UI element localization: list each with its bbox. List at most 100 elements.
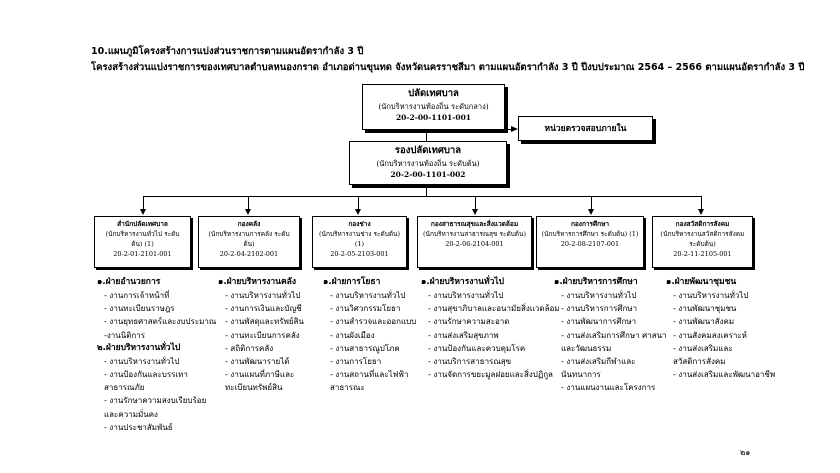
audit-unit-box: หน่วยตรวจสอบภายใน (518, 116, 653, 141)
drop-line-4 (475, 196, 476, 210)
work-item: - งานบริหารงานทั่วไป (104, 356, 180, 366)
work-item: - งานยุทธศาสตร์และงบประมาณ (104, 317, 217, 327)
arrow-down-3 (355, 209, 361, 215)
page-number: ๒๑ (740, 448, 751, 457)
division-list-finance: ๑.ฝ่ายบริหารงานคลัง - งานบริหารงานทั่วไป… (218, 276, 304, 395)
work-item: - งานบริหารงานทั่วไป (673, 291, 749, 300)
chart-subtitle: โครงสร้างส่วนแบ่งราชการของเทศบาลตำบลหนอง… (91, 62, 805, 73)
work-item: - งานบริหารงานทั่วไป (561, 291, 637, 300)
work-item: และวัฒนธรรม (561, 343, 612, 353)
audit-unit-title: หน่วยตรวจสอบภายใน (544, 124, 627, 134)
drop-line-6 (701, 196, 702, 210)
department-code: 20-2-08-2107-001 (560, 240, 620, 248)
department-rank: (นักบริหารงานการคลัง ระดับ (208, 230, 290, 238)
department-title: กองคลัง (237, 220, 261, 228)
work-item: - งานแผนที่ภาษีและ (225, 370, 295, 380)
division-title: ๒.ฝ่ายบริหารงานทั่วไป (97, 342, 181, 353)
work-item: - งานจัดการขยะมูลฝอยและสิ่งปฏิกูล (428, 370, 553, 380)
work-item: ทะเบียนทรัพย์สิน (225, 383, 283, 393)
work-item: - งานบริการสาธารณสุข (428, 357, 512, 367)
work-item: สวัสดิการสังคม (673, 357, 726, 367)
work-item: - งานสำรวจและออกแบบ (330, 317, 417, 327)
work-item: - งานส่งเสริมการศึกษา ศาสนา (561, 330, 667, 340)
division-title: ๑.ฝ่ายบริหารงานคลัง (218, 277, 297, 287)
work-item: นันทนาการ (561, 370, 601, 380)
division-title: ๑.ฝ่ายอำนวยการ (97, 277, 161, 287)
department-code: 20-2-11-2105-001 (673, 250, 732, 258)
department-rank: (นักบริหารงานทั่วไป ระดับ (105, 230, 180, 238)
connector-horizontal-bus (143, 196, 701, 197)
work-item: - งานพัฒนาชุมชน (673, 304, 737, 314)
arrow-down-6 (698, 209, 704, 215)
work-item: - งานรักษาความสงบเรียบร้อย (104, 396, 207, 406)
division-title: ๑.ฝ่ายการโยธา (323, 277, 381, 287)
work-item: - งานประชาสัมพันธ์ (104, 422, 173, 432)
division-list-engineering: ๑.ฝ่ายการโยธา - งานบริหารงานทั่วไป - งาน… (323, 276, 416, 395)
work-item: - งานส่งเสริมกีฬาและ (561, 357, 636, 367)
work-item: - งานส่งเสริมและพัฒนาอาชีพ (673, 370, 776, 380)
work-item: - งานทะเบียนราษฎร (104, 304, 175, 314)
department-code: 20-2-04-2102-001 (219, 250, 279, 258)
work-item: - งานบริหารงานทั่วไป (330, 291, 406, 300)
work-item: - งานผังเมือง (330, 330, 375, 340)
work-item: - งานบริหารงานทั่วไป (225, 291, 301, 300)
department-title: กองสาธารณสุขและสิ่งแวดล้อม (430, 220, 519, 228)
work-item: - งานการเงินและบัญชี (225, 304, 302, 314)
work-item: - งานวิศวกรรมโยธา (330, 304, 401, 314)
department-rank: (นักบริหารงานสาธารณสุข ระดับต้น) (423, 230, 526, 238)
top-position-box: ปลัดเทศบาล (นักบริหารงานท้องถิ่น ระดับกล… (362, 84, 505, 130)
division-title: ๑.ฝ่ายพัฒนาชุมชน (666, 277, 737, 287)
top-position-rank: (นักบริหารงานท้องถิ่น ระดับกลาง) (378, 102, 489, 111)
department-box-finance: กองคลัง (นักบริหารงานการคลัง ระดับ ต้น) … (198, 216, 300, 268)
work-item: - งานสาธารณูปโภค (330, 343, 400, 353)
department-rank-cont: ต้น) (243, 240, 255, 248)
chart-title: 10.แผนภูมิโครงสร้างการแบ่งส่วนราชการตามแ… (91, 46, 364, 57)
work-item: และความมั่นคง (104, 409, 158, 419)
department-rank: (นักบริหารงานสวัสดิการสังคม (660, 230, 745, 238)
top-position-code: 20-2-00-1101-001 (395, 113, 472, 122)
arrow-down-1 (140, 209, 146, 215)
work-item: - งานการเจ้าหน้าที่ (104, 291, 170, 300)
department-title: กองสวัสดิการสังคม (675, 220, 730, 228)
work-item: - งานส่งเสริมสุขภาพ (428, 330, 499, 340)
department-code: 20-2-01-2101-001 (113, 250, 172, 258)
arrow-down-2 (245, 209, 251, 215)
division-list-education: ๑.ฝ่ายบริหารการศึกษา - งานบริหารงานทั่วไ… (554, 276, 667, 395)
work-item: - งานพัฒนารายได้ (225, 357, 290, 367)
department-box-office: สำนักปลัดเทศบาล (นักบริหารงานทั่วไป ระดั… (94, 216, 191, 268)
drop-line-2 (248, 196, 249, 210)
work-item: - งานพัฒนาสังคม (673, 317, 735, 327)
drop-line-3 (358, 196, 359, 210)
department-box-engineering: กองช่าง (นักบริหารงานช่าง ระดับต้น) (1) … (312, 216, 407, 268)
work-item: - งานสถานที่และไฟฟ้า (330, 370, 409, 380)
work-item: - งานสังคมสงเคราะห์ (673, 330, 747, 340)
department-title: กองช่าง (348, 220, 371, 228)
department-rank-cont: (1) (354, 240, 365, 248)
deputy-position-box: รองปลัดเทศบาล (นักบริหารงานท้องถิ่น ระดั… (349, 141, 507, 185)
arrow-down-5 (588, 209, 594, 215)
connector-top-to-deputy (426, 130, 427, 141)
department-title: สำนักปลัดเทศบาล (117, 220, 168, 228)
division-list-health: ๑.ฝ่ายบริหารงานทั่วไป - งานบริหารงานทั่ว… (421, 276, 560, 381)
division-list-office: ๑.ฝ่ายอำนวยการ - งานการเจ้าหน้าที่ - งาน… (97, 276, 216, 434)
work-item: สาธารณะ (330, 383, 365, 393)
department-box-health: กองสาธารณสุขและสิ่งแวดล้อม (นักบริหารงาน… (417, 216, 532, 268)
work-item: -งานนิติการ (104, 330, 146, 340)
work-item: - งานป้องกันและบรรเทา (104, 370, 188, 380)
work-item: - งานพัฒนาการศึกษา (561, 317, 637, 327)
work-item: - งานพัสดุและทรัพย์สิน (225, 317, 304, 327)
work-item: - งานป้องกันและควบคุมโรค (428, 343, 526, 353)
top-position-title: ปลัดเทศบาล (408, 88, 459, 99)
division-list-welfare: ๑.ฝ่ายพัฒนาชุมชน - งานบริหารงานทั่วไป - … (666, 276, 775, 381)
arrow-to-audit (511, 126, 518, 132)
work-item: - งานบริหารงานทั่วไป (428, 291, 504, 300)
division-title: ๑.ฝ่ายบริหารงานทั่วไป (421, 277, 505, 287)
department-title: กองการศึกษา (570, 220, 610, 228)
department-code: 20-2-06-2104-001 (445, 240, 504, 248)
connector-deputy-down (426, 187, 427, 196)
work-item: - งานสุขาภิบาลและอนามัยสิ่งแวดล้อม (428, 304, 560, 314)
department-box-education: กองการศึกษา (นักบริหารการศึกษา ระดับต้น)… (536, 216, 644, 268)
department-rank: (นักบริหารงานช่าง ระดับต้น) (318, 230, 401, 238)
department-code: 20-2-05-2103-001 (330, 250, 389, 258)
connector-to-audit (426, 129, 512, 130)
